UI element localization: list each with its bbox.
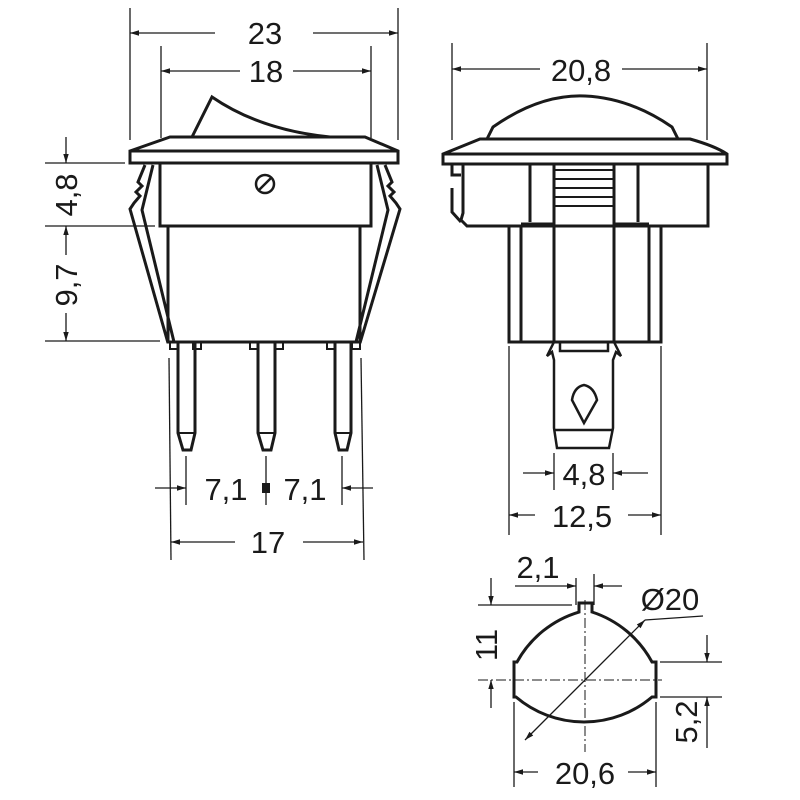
dim-side-body-width: 12,5: [552, 499, 612, 534]
dim-flat-width: 20,6: [555, 756, 615, 791]
cutout-view: [478, 574, 722, 787]
side-view: [441, 43, 729, 535]
dim-pin-span: 17: [251, 525, 285, 560]
dim-terminal-width: 4,8: [562, 457, 605, 492]
dim-bezel-width: 20,8: [551, 53, 611, 88]
dim-key-height: 11: [469, 629, 504, 661]
dim-diameter: Ø20: [641, 582, 700, 617]
dim-body-height: 9,7: [49, 263, 84, 306]
dim-pin-spacing-right: 7,1: [283, 472, 326, 507]
dim-flat-height: 5,2: [669, 700, 704, 743]
dim-bezel-height: 4,8: [49, 173, 84, 216]
dim-pin-spacing-left: 7,1: [204, 472, 247, 507]
dim-body-width: 18: [249, 54, 283, 89]
dim-overall-width: 23: [248, 16, 282, 51]
front-view: [45, 8, 402, 561]
dim-key-width: 2,1: [516, 550, 559, 585]
